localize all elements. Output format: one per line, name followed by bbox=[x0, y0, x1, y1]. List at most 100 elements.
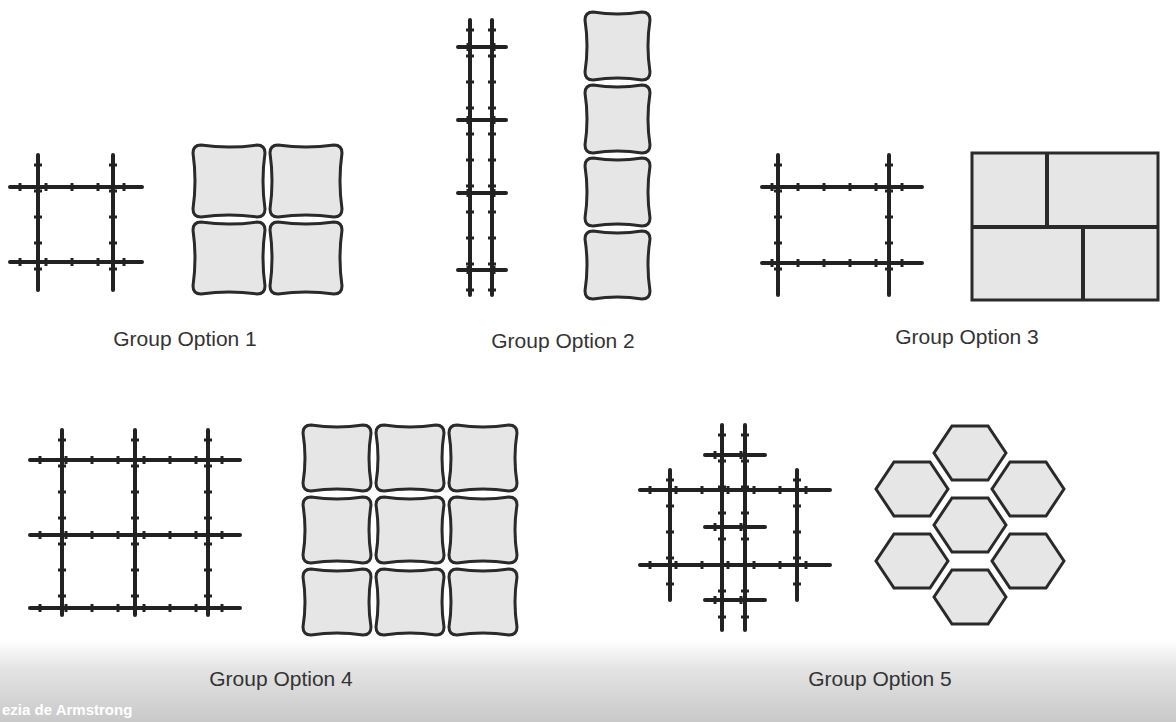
bamboo-node bbox=[779, 561, 782, 569]
bamboo-node bbox=[741, 512, 749, 515]
bamboo-node bbox=[117, 604, 120, 612]
bamboo-pole bbox=[640, 488, 830, 492]
bamboo-node bbox=[65, 456, 68, 464]
bamboo-node bbox=[19, 183, 22, 191]
paving-tile bbox=[193, 145, 265, 217]
bamboo-node bbox=[666, 479, 674, 482]
bamboo-node bbox=[875, 259, 878, 267]
bamboo-node bbox=[71, 258, 74, 266]
bamboo-node bbox=[885, 242, 893, 245]
paving-tile bbox=[303, 569, 371, 635]
bamboo-pole bbox=[762, 185, 922, 189]
bamboo-node bbox=[466, 237, 474, 240]
bamboo-node bbox=[466, 289, 474, 292]
bamboo-node bbox=[701, 486, 704, 494]
bamboo-node bbox=[714, 523, 717, 531]
bamboo-node bbox=[849, 183, 852, 191]
bamboo-node bbox=[117, 456, 120, 464]
bamboo-node bbox=[740, 596, 743, 604]
paving-tile bbox=[303, 425, 371, 491]
hexagon-tile bbox=[934, 426, 1006, 480]
bamboo-pole bbox=[30, 458, 240, 462]
bamboo-node bbox=[117, 531, 120, 539]
group-caption: Group Option 5 bbox=[808, 667, 952, 691]
bamboo-pole bbox=[640, 563, 830, 567]
bamboo-node bbox=[741, 590, 749, 593]
bamboo-node bbox=[204, 491, 212, 494]
paving-tile bbox=[585, 231, 650, 299]
group-caption: Group Option 4 bbox=[209, 667, 353, 691]
bamboo-node bbox=[195, 456, 198, 464]
bamboo-node bbox=[488, 289, 496, 292]
bamboo-node bbox=[45, 258, 48, 266]
paving-tile bbox=[376, 497, 444, 563]
bamboo-pole bbox=[490, 20, 494, 295]
bamboo-node bbox=[131, 491, 139, 494]
bamboo-node bbox=[58, 439, 66, 442]
bamboo-node bbox=[466, 211, 474, 214]
bamboo-node bbox=[901, 259, 904, 267]
bamboo-node bbox=[467, 116, 470, 124]
bamboo-node bbox=[466, 159, 474, 162]
bamboo-node bbox=[740, 523, 743, 531]
bamboo-node bbox=[849, 259, 852, 267]
bamboo-pole bbox=[458, 191, 506, 195]
bamboo-node bbox=[727, 486, 730, 494]
bamboo-node bbox=[488, 81, 496, 84]
bamboo-node bbox=[488, 107, 496, 110]
bamboo-node bbox=[466, 29, 474, 32]
hexagon-tile bbox=[876, 462, 948, 516]
bamboo-pole bbox=[887, 155, 891, 295]
bamboo-node bbox=[718, 460, 726, 463]
paving-tile bbox=[376, 569, 444, 635]
bamboo-node bbox=[793, 479, 801, 482]
paving-tile bbox=[585, 158, 650, 226]
bamboo-pole bbox=[468, 20, 472, 295]
hexagon-tile bbox=[992, 534, 1064, 588]
bamboo-node bbox=[195, 604, 198, 612]
bamboo-node bbox=[143, 531, 146, 539]
bamboo-node bbox=[805, 486, 808, 494]
bamboo-node bbox=[169, 456, 172, 464]
paving-tile bbox=[449, 569, 517, 635]
bamboo-node bbox=[39, 456, 42, 464]
bamboo-node bbox=[109, 190, 117, 193]
paving-tile bbox=[376, 425, 444, 491]
bamboo-node bbox=[885, 268, 893, 271]
bamboo-node bbox=[488, 185, 496, 188]
bamboo-node bbox=[204, 439, 212, 442]
bamboo-node bbox=[131, 517, 139, 520]
bamboo-node bbox=[39, 531, 42, 539]
bamboo-node bbox=[91, 456, 94, 464]
bamboo-node bbox=[467, 43, 470, 51]
bamboo-node bbox=[131, 439, 139, 442]
bamboo-node bbox=[466, 107, 474, 110]
bamboo-node bbox=[204, 517, 212, 520]
bamboo-node bbox=[109, 216, 117, 219]
bamboo-node bbox=[109, 268, 117, 271]
bamboo-node bbox=[34, 242, 42, 245]
bamboo-node bbox=[91, 531, 94, 539]
bamboo-pole bbox=[762, 261, 922, 265]
bamboo-node bbox=[727, 561, 730, 569]
bamboo-node bbox=[488, 159, 496, 162]
group-caption: Group Option 3 bbox=[895, 325, 1039, 349]
group-caption: Group Option 2 bbox=[491, 329, 635, 353]
bamboo-node bbox=[488, 263, 496, 266]
bamboo-node bbox=[701, 561, 704, 569]
bamboo-node bbox=[885, 164, 893, 167]
bamboo-pole bbox=[458, 45, 506, 49]
bamboo-node bbox=[169, 604, 172, 612]
bamboo-node bbox=[493, 266, 496, 274]
bamboo-node bbox=[793, 557, 801, 560]
bamboo-node bbox=[493, 116, 496, 124]
bamboo-node bbox=[34, 216, 42, 219]
bamboo-pole bbox=[10, 260, 142, 264]
bamboo-node bbox=[466, 55, 474, 58]
bamboo-node bbox=[34, 164, 42, 167]
bamboo-node bbox=[823, 183, 826, 191]
bamboo-node bbox=[467, 189, 470, 197]
bamboo-node bbox=[488, 237, 496, 240]
bamboo-node bbox=[649, 486, 652, 494]
paving-tile bbox=[585, 12, 650, 80]
